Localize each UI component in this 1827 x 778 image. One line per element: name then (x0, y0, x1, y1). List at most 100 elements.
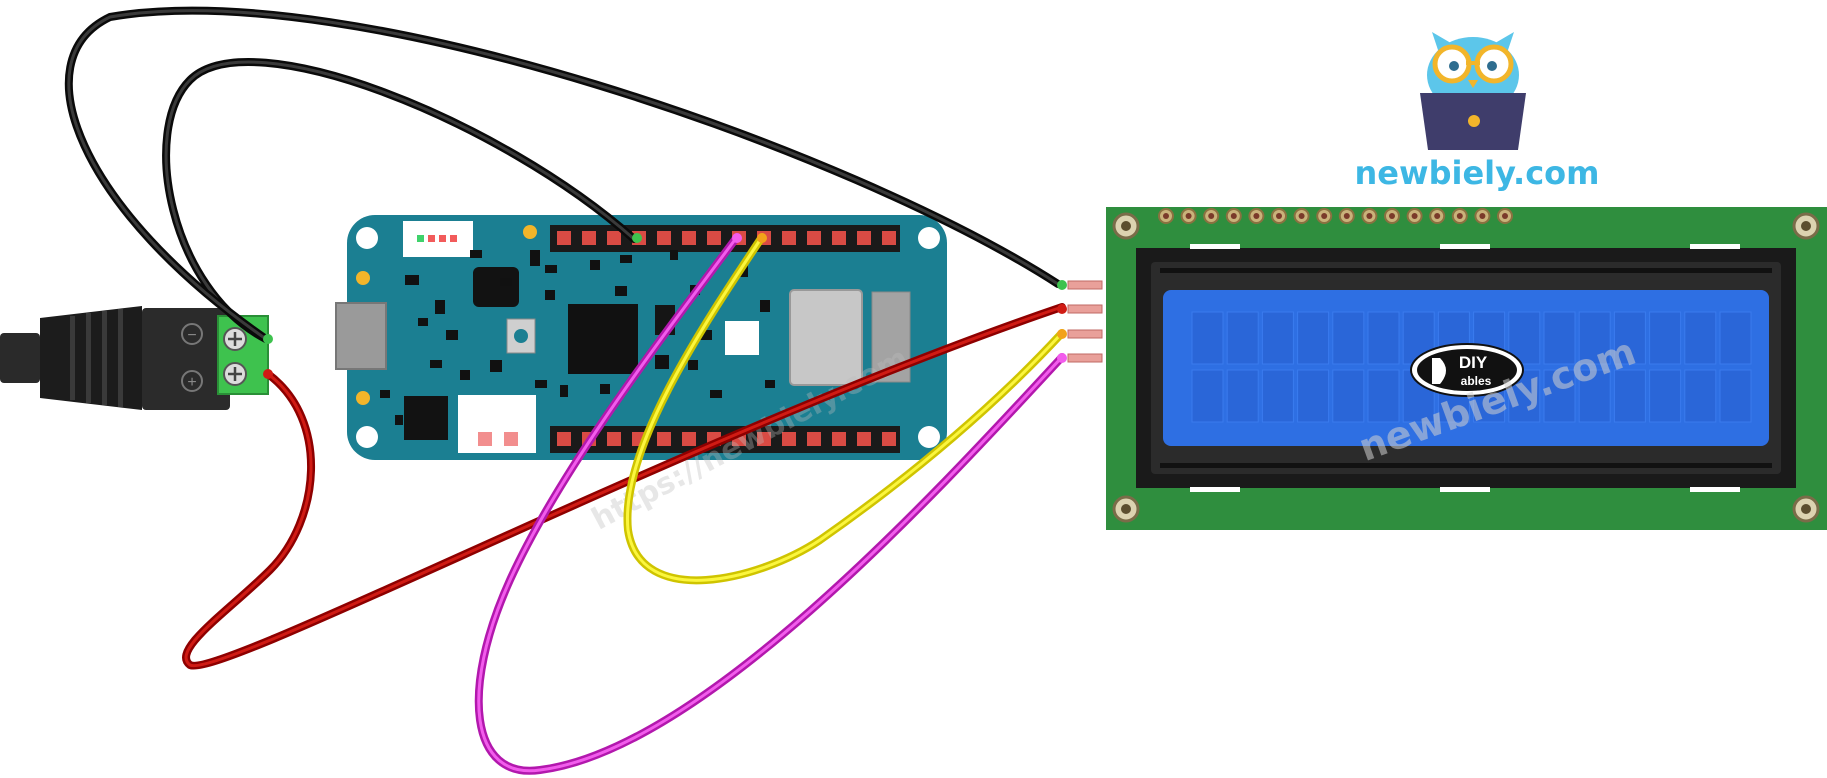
smd-component (620, 255, 632, 263)
owl-mascot-icon (1420, 32, 1526, 150)
terminal-screw-gnd (223, 327, 247, 351)
lcd-pad-hole (1253, 213, 1260, 219)
lcd-pad-hole (1411, 213, 1418, 219)
lcd-pad-hole (1230, 213, 1237, 219)
header-pin (832, 231, 846, 245)
lcd-mount-holes (1112, 212, 1820, 523)
board-reset-button-cap (514, 329, 528, 343)
header-pin (682, 432, 696, 446)
lcd-bezel-tabs (1190, 244, 1740, 492)
board-mount-hole (918, 426, 940, 448)
smd-component (435, 300, 445, 314)
smd-component (490, 360, 502, 372)
lcd-pad-hole (1479, 213, 1486, 219)
smd-component (765, 380, 775, 388)
lcd-pad-hole (1298, 213, 1305, 219)
header-pin (557, 432, 571, 446)
header-pin (707, 231, 721, 245)
board-main-mcu (568, 304, 638, 374)
wire-gnd-lcd-core (67, 9, 1060, 341)
wires (64, 6, 1067, 775)
brand-site-name: newbiely.com (1355, 154, 1600, 192)
jack-minus-marker (181, 323, 203, 345)
lcd-pad-hole (1434, 213, 1441, 219)
lcd-char-cell (1191, 311, 1224, 365)
terminal-screw-vcc (223, 362, 247, 386)
lcd-pad-hole (1389, 213, 1395, 219)
lcd-character-cells (1191, 311, 1752, 423)
lcd-frame-line (1160, 268, 1772, 273)
board-usb-port (335, 302, 387, 370)
wire-end-vcc-lcd (1057, 304, 1067, 314)
header-pin (757, 432, 771, 446)
lcd-char-cell (1332, 311, 1365, 365)
header-pin (657, 432, 671, 446)
board-status-leds (417, 235, 457, 242)
lcd-char-cell (1191, 369, 1224, 423)
smd-component (430, 360, 442, 368)
lcd-char-cell (1261, 369, 1294, 423)
board-crypto-chip (404, 396, 448, 440)
smd-component (395, 415, 403, 425)
jack-barrel (0, 333, 40, 383)
jack-plus-marker (181, 370, 203, 392)
lcd-pad-hole (1185, 213, 1192, 219)
lcd-pad-hole (1366, 213, 1373, 219)
header-pin (782, 231, 796, 245)
lcd-pad-hole (1276, 213, 1282, 219)
board-wifi-module (789, 289, 863, 386)
lcd-char-cell (1719, 369, 1752, 423)
smd-component (590, 260, 600, 270)
lcd-char-cell (1261, 311, 1294, 365)
header-pin (557, 231, 571, 245)
lcd-char-cell (1367, 311, 1400, 365)
newbiely-brand-logo: newbiely.com (1355, 32, 1600, 192)
wire-end-jack-gnd (263, 334, 273, 344)
board-header-top-pins (557, 231, 896, 245)
logo-bottom-text: ables (1461, 374, 1492, 388)
board-mount-hole (918, 227, 940, 249)
lcd-char-cell (1613, 369, 1646, 423)
lcd-char-cell (1684, 369, 1717, 423)
board-connector-pin (478, 432, 492, 446)
wire-end-gnd-board (632, 233, 642, 243)
lcd-char-cell (1649, 369, 1682, 423)
wire-end-sda-lcd (1057, 329, 1067, 339)
smd-component (545, 265, 557, 273)
wire-end-jack-vcc (263, 369, 273, 379)
board-connector (458, 395, 536, 453)
lcd-16x2-module: DIY ables newbiely.com (1067, 207, 1827, 530)
lcd-char-cell (1543, 311, 1576, 365)
smd-component (600, 384, 610, 394)
smd-component (405, 275, 419, 285)
lcd-char-cell (1578, 311, 1611, 365)
board-connector-pin (504, 432, 518, 446)
lcd-char-cell (1543, 369, 1576, 423)
header-pin (582, 231, 596, 245)
board-mount-hole (356, 227, 378, 249)
jack-plus-label: + (187, 374, 196, 391)
lcd-frame-line (1160, 463, 1772, 468)
lcd-pad-hole (1208, 213, 1215, 219)
wire-end-scl-lcd (1057, 353, 1067, 363)
header-pin (882, 432, 896, 446)
smd-component (470, 250, 482, 258)
jack-ribs (70, 309, 123, 407)
smd-component (760, 300, 770, 312)
board-chip (473, 267, 519, 307)
smd-component (710, 390, 722, 398)
jack-minus-label: − (187, 327, 196, 344)
lcd-char-cell (1684, 311, 1717, 365)
board-led-strip (403, 221, 473, 257)
lcd-pad-hole (1456, 213, 1463, 219)
smd-component (670, 250, 678, 260)
smd-component (380, 390, 390, 398)
board-smd-components (356, 225, 775, 425)
jack-housing (142, 308, 230, 410)
lcd-pad-hole (1343, 213, 1350, 219)
lcd-char-cell (1719, 311, 1752, 365)
header-pin (807, 432, 821, 446)
wire-scl-core (477, 235, 1064, 773)
lcd-char-cell (1578, 369, 1611, 423)
